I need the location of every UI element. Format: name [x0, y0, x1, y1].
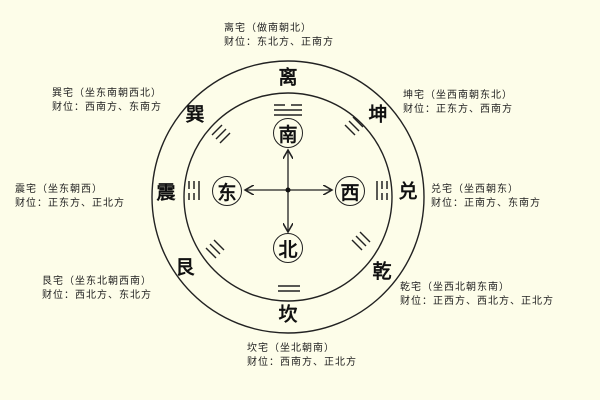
trigram-zhen: 震: [156, 181, 176, 204]
house-title: 兑宅（坐西朝东）: [431, 184, 519, 195]
trigram-symbol-xun: [211, 124, 231, 144]
trigram-li: 离: [278, 66, 298, 89]
trigram-symbol-zhen: [188, 181, 200, 200]
house-title: 坤宅（坐西南朝东北）: [403, 90, 513, 101]
inner-ring: [183, 92, 393, 302]
center-dot: [285, 187, 291, 193]
house-title: 乾宅（坐西北朝东南）: [400, 282, 510, 293]
trigram-symbol-dui: [376, 181, 388, 200]
direction-east: 东: [212, 176, 242, 206]
trigram-qian: 乾: [372, 260, 392, 283]
direction-west: 西: [335, 176, 365, 206]
direction-south: 南: [273, 118, 303, 148]
trigram-kan: 坎: [278, 303, 298, 326]
house-wealth: 财位：西南方、正北方: [247, 357, 357, 368]
house-wealth: 财位：西北方、东北方: [42, 290, 152, 301]
trigram-symbol-kun: [344, 116, 364, 136]
trigram-symbol-kan: [278, 285, 300, 292]
house-wealth: 财位：正东方、正北方: [15, 198, 125, 209]
house-wealth: 财位：正东方、西南方: [403, 104, 513, 115]
house-wealth: 财位：西南方、东南方: [52, 102, 162, 113]
trigram-dui: 兑: [398, 180, 418, 203]
outer-ring: [151, 60, 425, 334]
trigram-xun: 巽: [185, 103, 205, 126]
house-title: 坎宅（坐北朝南）: [247, 343, 335, 354]
house-title: 巽宅（坐东南朝西北）: [52, 88, 162, 99]
house-label-gen: 艮宅（坐东北朝西南） 财位：西北方、东北方: [42, 275, 152, 303]
direction-north: 北: [273, 233, 303, 263]
house-label-qian: 乾宅（坐西北朝东南） 财位：正西方、西北方、正北方: [400, 281, 554, 309]
house-label-xun: 巽宅（坐东南朝西北） 财位：西南方、东南方: [52, 87, 162, 115]
trigram-kun: 坤: [368, 103, 388, 126]
trigram-symbol-qian: [351, 231, 371, 251]
house-wealth: 财位：东北方、正南方: [224, 37, 334, 48]
house-title: 震宅（坐东朝西）: [15, 184, 103, 195]
house-label-zhen: 震宅（坐东朝西） 财位：正东方、正北方: [15, 183, 125, 211]
trigram-symbol-li: [274, 104, 302, 116]
house-label-li: 离宅（做南朝北） 财位：东北方、正南方: [224, 22, 334, 50]
trigram-symbol-gen: [205, 239, 225, 259]
house-label-kun: 坤宅（坐西南朝东北） 财位：正东方、西南方: [403, 89, 513, 117]
house-title: 离宅（做南朝北）: [224, 23, 312, 34]
house-wealth: 财位：正南方、东南方: [431, 198, 541, 209]
compass-arrows: [245, 150, 332, 232]
trigram-gen: 艮: [175, 256, 195, 279]
house-title: 艮宅（坐东北朝西南）: [42, 276, 152, 287]
house-label-kan: 坎宅（坐北朝南） 财位：西南方、正北方: [247, 342, 357, 370]
house-label-dui: 兑宅（坐西朝东） 财位：正南方、东南方: [431, 183, 541, 211]
house-wealth: 财位：正西方、西北方、正北方: [400, 296, 554, 307]
